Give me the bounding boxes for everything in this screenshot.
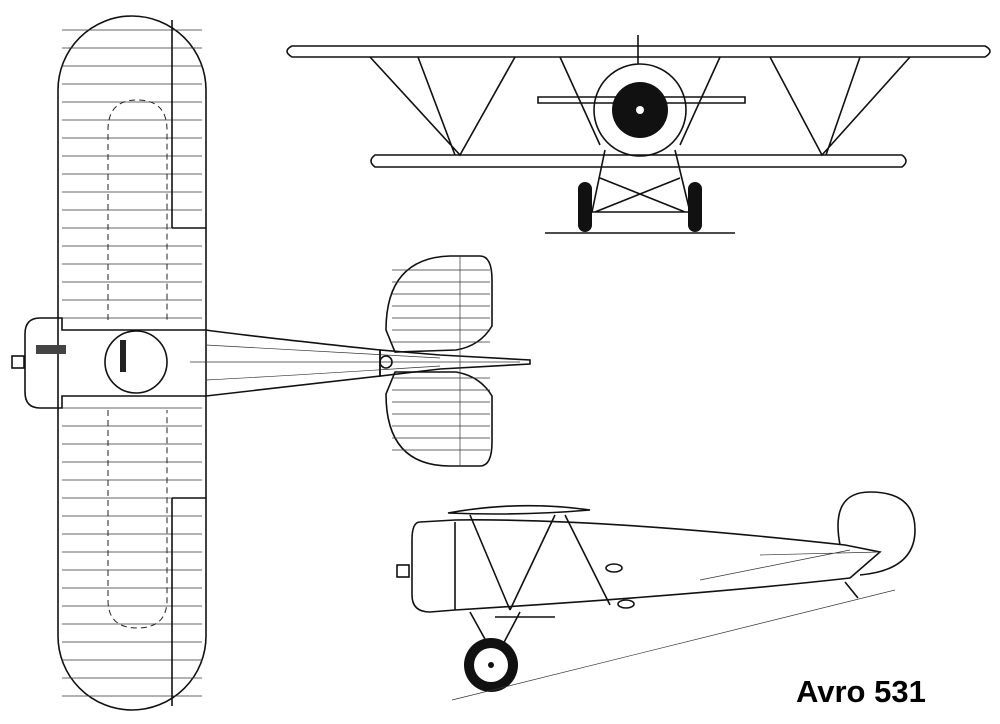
front-view: [286, 35, 991, 234]
drawing-title: Avro 531: [796, 674, 926, 709]
side-view: [396, 491, 916, 701]
plan-view: [11, 15, 531, 711]
